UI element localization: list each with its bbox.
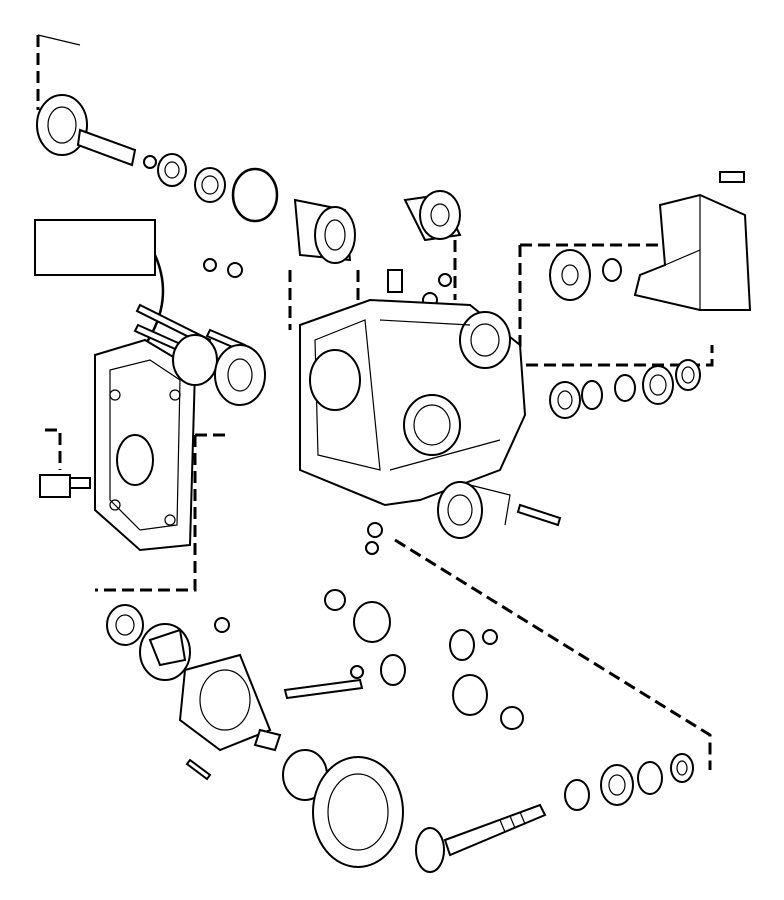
side-cover [94, 338, 197, 552]
leader-line [37, 34, 81, 46]
right-bearing-set [549, 359, 701, 419]
inner-bearing [172, 334, 266, 406]
mounting-bracket [633, 193, 752, 311]
ring-gear [282, 749, 404, 868]
pinion-gear [415, 803, 547, 873]
differential-housing [299, 298, 527, 507]
assembly-dashed-lines [36, 34, 740, 770]
drive-gear [293, 198, 356, 264]
side-gears [324, 589, 524, 730]
pinion-shaft [185, 678, 364, 781]
dashed-line-sensor [45, 428, 62, 470]
sensor [39, 474, 91, 498]
flange-seals [143, 153, 279, 223]
output-flange [549, 249, 622, 301]
dashed-line-cover [95, 433, 230, 592]
pinion-bearings [564, 753, 694, 811]
differential-bearing [106, 604, 191, 681]
label-box [34, 219, 156, 276]
differential-case [178, 653, 282, 752]
drive-flange [36, 94, 137, 167]
housing-bearing [403, 190, 462, 242]
dashed-line-pinion [394, 538, 712, 770]
lower-yoke [437, 481, 511, 539]
dashed-line-gear [288, 270, 360, 330]
